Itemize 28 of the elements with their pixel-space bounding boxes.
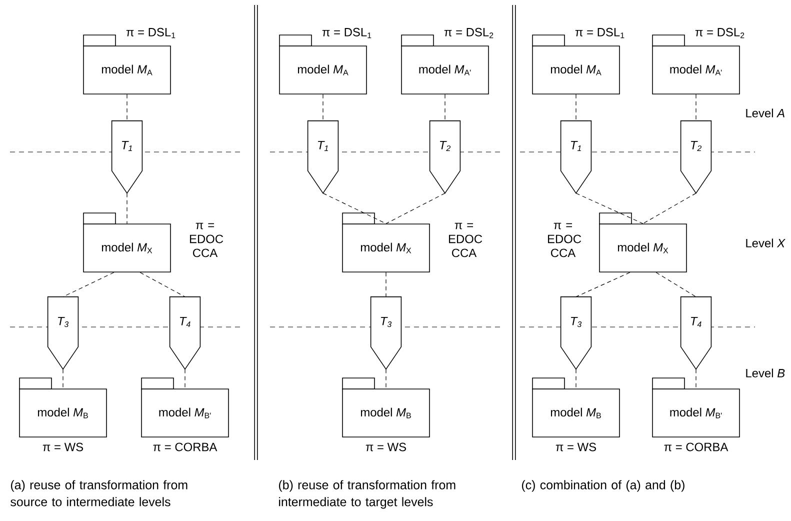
connector-line [322,94,324,122]
platform-label: π = WS [42,442,84,452]
level-label: Level X [746,238,786,248]
connector-line [62,272,114,298]
connector-line [322,192,386,224]
connector-line [126,94,128,122]
connector-line [576,272,630,298]
connector-line [184,368,186,389]
platform-label: π = WS [366,442,406,452]
connector-line [656,272,696,298]
level-label: Level A [746,108,784,118]
connector-line [62,368,64,389]
platform-label: π = CORBA [664,442,728,452]
connector-line [642,192,696,224]
platform-label: π = CORBA [153,442,218,452]
level-label: Level B [746,368,785,378]
platform-label: π = EDOC CCA [190,222,224,258]
subfigure-caption: (b) reuse of transformation from intermediate to target levels [278,480,456,509]
connector-line [126,192,128,224]
connector-line [444,94,446,122]
platform-label: π = WS [556,442,596,452]
subfigure-caption: (a) reuse of transformation from source to intermediate levels [10,480,188,506]
platform-label: π = EDOC CCA [548,222,582,258]
connector-line [576,192,644,224]
platform-label: π = EDOC CCA [449,222,482,258]
connector-line [140,272,186,298]
connector-line [386,192,446,224]
subfigure-caption: (c) combination of (a) and (b) [522,480,684,492]
